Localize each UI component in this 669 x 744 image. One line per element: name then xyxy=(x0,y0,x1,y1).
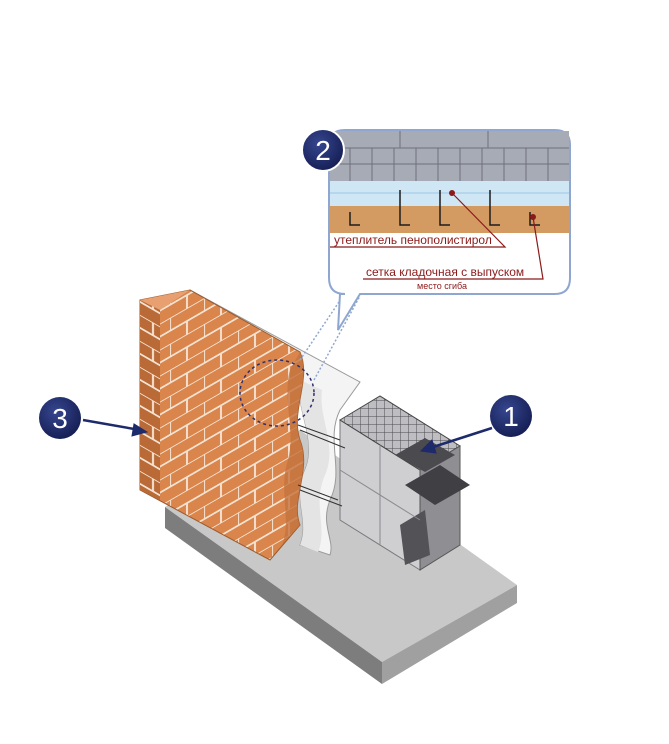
marker-3-number: 3 xyxy=(52,403,68,434)
insulation-sheet xyxy=(189,289,361,556)
block-wall xyxy=(339,395,470,571)
marker-1: 1 xyxy=(490,395,532,437)
marker-3: 3 xyxy=(39,397,81,439)
marker-1-number: 1 xyxy=(503,401,519,432)
marker-2: 2 xyxy=(301,128,345,172)
detail-circle xyxy=(239,295,361,427)
mesh-label: сетка кладочная с выпуском xyxy=(366,265,524,279)
bend-label: место сгиба xyxy=(417,281,467,291)
marker-2-number: 2 xyxy=(315,135,331,166)
brick-wall xyxy=(139,289,305,561)
arrows xyxy=(82,418,493,454)
callout-bubble: утеплитель пенополистирол сетка кладочна… xyxy=(328,129,571,331)
mesh-wires xyxy=(297,424,346,507)
insulation-label: утеплитель пенополистирол xyxy=(334,233,492,247)
